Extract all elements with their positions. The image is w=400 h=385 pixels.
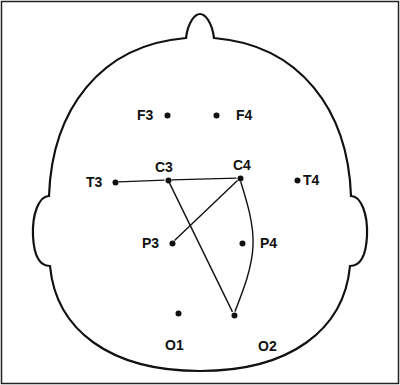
electrode: O2: [231, 312, 238, 319]
electrode: P3: [169, 240, 176, 247]
electrode: O1: [175, 310, 182, 317]
electrode-label: P3: [142, 235, 159, 251]
electrode-label: T3: [86, 174, 102, 190]
electrode-label: F4: [236, 107, 252, 123]
electrode-dot: [164, 112, 171, 119]
electrode-label: F3: [137, 107, 153, 123]
electrode: P4: [239, 240, 246, 247]
electrode-dot: [239, 240, 246, 247]
electrode-dot: [213, 112, 220, 119]
electrode: T4: [294, 177, 301, 184]
electrode-dot: [237, 175, 244, 182]
electrode-label: O2: [258, 338, 277, 354]
electrode: C4: [237, 175, 244, 182]
electrode-label: C4: [233, 157, 251, 173]
electrode-dot: [175, 310, 182, 317]
electrode: F4: [213, 112, 220, 119]
electrode-label: P4: [260, 235, 277, 251]
electrode: F3: [164, 112, 171, 119]
electrode-dot: [294, 177, 301, 184]
curved-connection: [235, 181, 253, 311]
electrode-label: T4: [303, 172, 319, 188]
electrode-label: O1: [165, 337, 184, 353]
electrode-dot: [231, 312, 238, 319]
connection-line: [171, 178, 236, 180]
electrode-dot: [165, 177, 172, 184]
electrode-label: C3: [155, 159, 173, 175]
connection-line: [170, 183, 233, 312]
electrode-dot: [112, 179, 119, 186]
electrode: T3: [112, 179, 119, 186]
connection-line: [175, 180, 238, 240]
head-shape: [33, 14, 367, 371]
connection-line: [118, 180, 164, 182]
electrode-dot: [169, 240, 176, 247]
electrode: C3: [165, 177, 172, 184]
